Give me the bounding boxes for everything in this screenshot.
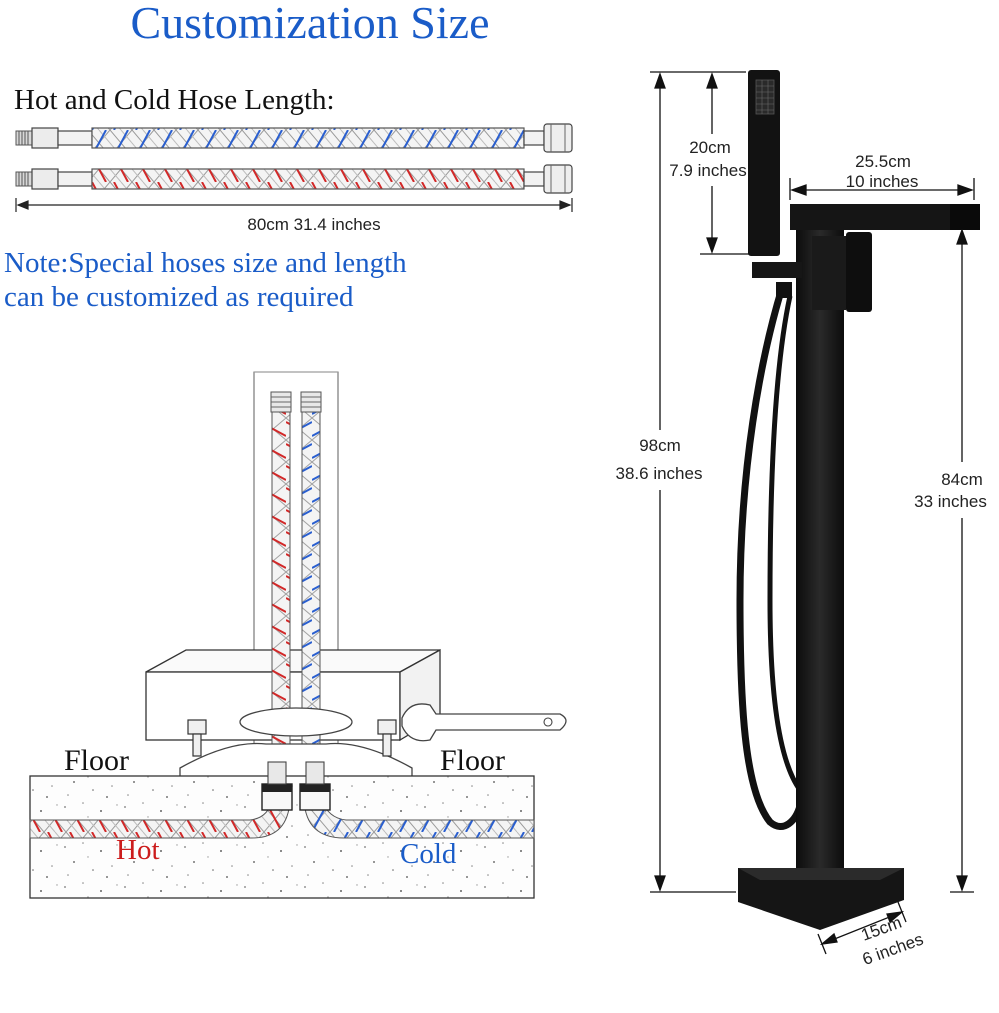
shower-height-in-label: 7.9 inches bbox=[669, 161, 747, 180]
hot-label: Hot bbox=[116, 834, 160, 866]
spout-length-cm-label: 25.5cm bbox=[855, 152, 911, 171]
faucet-illustration bbox=[736, 70, 980, 930]
hot-hose-drawing bbox=[15, 164, 573, 194]
floor-label-right: Floor bbox=[440, 744, 506, 777]
shower-height-cm-label: 20cm bbox=[689, 138, 731, 157]
page-title: Customization Size bbox=[130, 0, 490, 48]
cold-hose-drawing bbox=[15, 123, 573, 153]
installation-diagram bbox=[29, 371, 567, 899]
hose-length-label: 80cm 31.4 inches bbox=[247, 215, 381, 234]
cold-label: Cold bbox=[400, 838, 457, 870]
hose-length-dimension-line bbox=[15, 198, 573, 212]
spout-height-cm-label: 84cm bbox=[941, 470, 983, 489]
note-line-1: Note:Special hoses size and length bbox=[4, 247, 407, 279]
customization-note: Note:Special hoses size and length can b… bbox=[4, 246, 407, 314]
faucet-dimension-lines bbox=[650, 71, 975, 955]
spout-height-in-label: 33 inches bbox=[914, 492, 987, 511]
note-line-2: can be customized as required bbox=[4, 281, 354, 313]
total-height-cm-label: 98cm bbox=[639, 436, 681, 455]
hose-length-heading: Hot and Cold Hose Length: bbox=[14, 84, 335, 116]
total-height-in-label: 38.6 inches bbox=[615, 464, 703, 483]
spout-length-in-label: 10 inches bbox=[845, 172, 919, 191]
floor-label-left: Floor bbox=[64, 744, 130, 777]
